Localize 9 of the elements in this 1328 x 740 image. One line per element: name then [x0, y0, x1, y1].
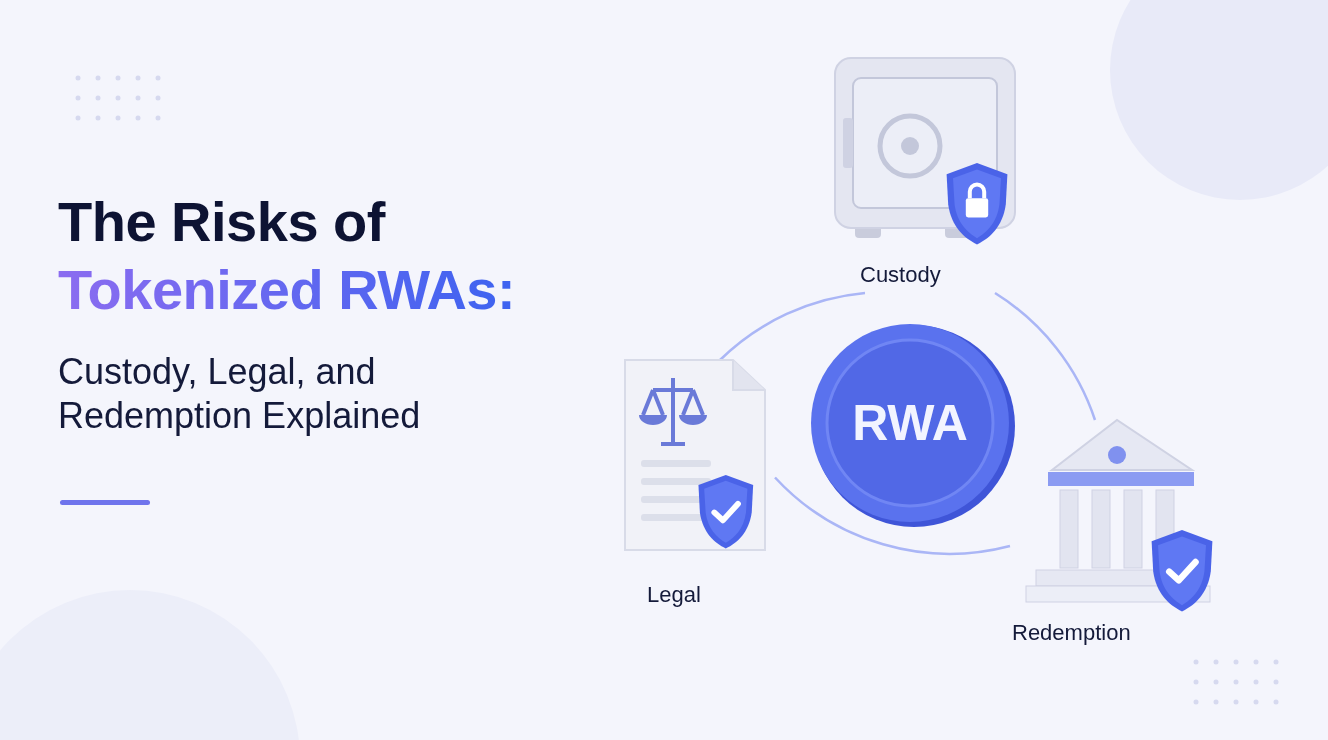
coin-label: RWA: [851, 394, 969, 453]
connector-arc: [719, 291, 866, 361]
node-label: Legal: [647, 582, 701, 608]
node-label: Redemption: [1012, 620, 1131, 646]
connector-arc: [774, 476, 1011, 555]
connector-arc: [994, 291, 1097, 421]
node-label: Custody: [860, 262, 941, 288]
title: The Risks of Tokenized RWAs:: [58, 189, 517, 323]
subtitle: Custody, Legal, and Redemption Explained: [58, 350, 422, 438]
